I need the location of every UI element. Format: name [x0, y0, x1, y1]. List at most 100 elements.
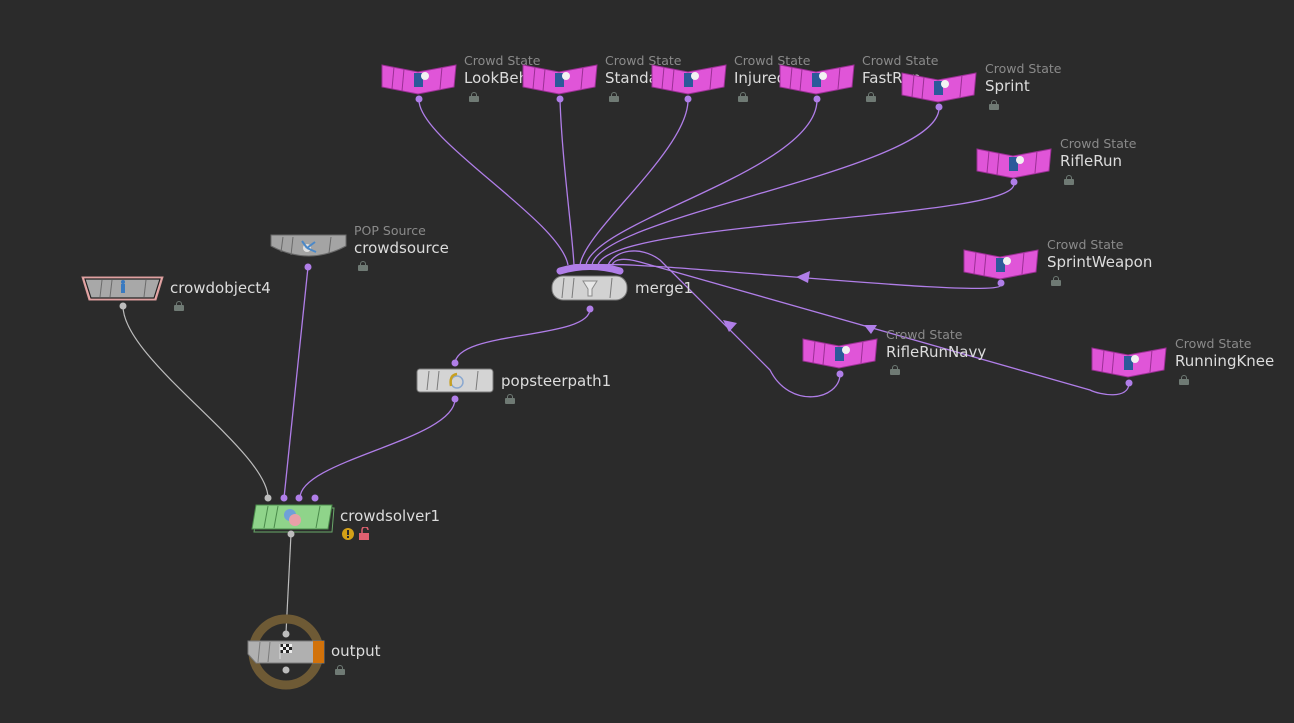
input-connector-3: [295, 494, 303, 502]
node-name-label: output: [331, 642, 381, 660]
input-connector: [282, 630, 290, 638]
node-type-label: Crowd State: [734, 53, 811, 68]
lock-icon[interactable]: [1179, 375, 1189, 385]
lock-icon[interactable]: [866, 92, 876, 102]
wire-riflerunnavy-merge[interactable]: [607, 250, 841, 398]
crowd-state-node-shape[interactable]: [778, 62, 858, 96]
output-connector[interactable]: [415, 95, 423, 103]
merge-node-shape[interactable]: [550, 264, 630, 314]
crowd-state-node-shape[interactable]: [521, 62, 601, 96]
agent-figure-icon: [414, 73, 423, 87]
crowd-state-node-shape[interactable]: [962, 247, 1042, 281]
node-name-label: crowdobject4: [170, 279, 271, 297]
lock-icon[interactable]: [1051, 276, 1061, 286]
multi-input-connector: [556, 264, 624, 275]
source-icon: [301, 240, 317, 253]
output-connector: [282, 666, 290, 674]
agent-figure-icon: [996, 258, 1005, 272]
node-type-label: Crowd State: [985, 61, 1062, 76]
crowd-solver-icon: [284, 509, 301, 526]
node-name-label: SprintWeapon: [1047, 253, 1153, 271]
wire-injuredrun-merge[interactable]: [579, 99, 689, 266]
agent-figure-icon: [121, 280, 125, 293]
agent-figure-icon: [1009, 157, 1018, 171]
node-type-label: POP Source: [354, 223, 426, 238]
lock-icon[interactable]: [609, 92, 619, 102]
node-name-label: Sprint: [985, 77, 1030, 95]
lock-icon[interactable]: [1064, 175, 1074, 185]
object-node-shape[interactable]: [80, 275, 166, 311]
node-type-label: Crowd State: [605, 53, 682, 68]
crowd-state-node-shape[interactable]: [650, 62, 730, 96]
wire-fastrun-merge[interactable]: [585, 99, 818, 266]
lock-icon[interactable]: [174, 301, 184, 311]
solver-node-shape[interactable]: [250, 493, 338, 541]
display-flag: [313, 641, 324, 663]
agent-figure-icon: [835, 347, 844, 361]
wire-standardrun-merge[interactable]: [559, 99, 575, 266]
output-connector: [586, 305, 594, 313]
lock-icon[interactable]: [989, 100, 999, 110]
wire-merge-popsteerpath[interactable]: [454, 308, 591, 365]
lock-icon[interactable]: [505, 394, 515, 404]
wire-crowdsource-crowdsolver[interactable]: [283, 266, 309, 499]
output-connector[interactable]: [935, 103, 943, 111]
checkered-flag-icon: [279, 644, 292, 659]
wire-sprintweapon-merge[interactable]: [603, 263, 1002, 290]
lock-icon[interactable]: [890, 365, 900, 375]
node-type-label: Crowd State: [1060, 136, 1137, 151]
input-connector-2: [280, 494, 288, 502]
output-connector[interactable]: [1125, 379, 1133, 387]
lock-icon[interactable]: [358, 261, 368, 271]
output-connector: [304, 263, 312, 271]
lock-icon[interactable]: [469, 92, 479, 102]
wire-sprint-merge[interactable]: [591, 107, 940, 266]
agent-figure-icon: [934, 81, 943, 95]
node-type-label: Crowd State: [1047, 237, 1124, 252]
wire-direction-arrow: [864, 325, 877, 334]
node-name-label: popsteerpath1: [501, 372, 612, 390]
output-connector[interactable]: [836, 370, 844, 378]
node-type-label: Crowd State: [886, 327, 963, 342]
node-name-label: RifleRunNavy: [886, 343, 987, 361]
node-type-label: Crowd State: [464, 53, 541, 68]
input-connector-1: [264, 494, 272, 502]
wire-lookbehind-merge[interactable]: [418, 99, 569, 266]
crowd-state-node-shape[interactable]: [900, 70, 980, 104]
warning-icon[interactable]: [342, 528, 354, 540]
unlocked-icon[interactable]: [359, 527, 369, 540]
output-connector[interactable]: [997, 279, 1005, 287]
crowd-state-node-shape[interactable]: [975, 146, 1055, 180]
node-name-label: RifleRun: [1060, 152, 1123, 170]
wire-crowdobject-crowdsolver[interactable]: [122, 305, 269, 499]
node-type-label: Crowd State: [862, 53, 939, 68]
node-name-label: merge1: [635, 279, 694, 297]
crowd-state-node-shape[interactable]: [801, 336, 881, 370]
lock-icon[interactable]: [738, 92, 748, 102]
agent-figure-icon: [684, 73, 693, 87]
output-connector: [451, 395, 459, 403]
output-node-shape[interactable]: [246, 614, 328, 692]
output-connector[interactable]: [684, 95, 692, 103]
agent-figure-icon: [812, 73, 821, 87]
output-connector: [119, 302, 127, 310]
crowd-state-node-shape[interactable]: [1090, 345, 1170, 379]
input-connector: [451, 359, 459, 367]
source-node-shape[interactable]: [269, 232, 349, 272]
input-connector-4: [311, 494, 319, 502]
output-connector[interactable]: [556, 95, 564, 103]
wire-riflerun-merge[interactable]: [597, 183, 1015, 266]
node-type-label: Crowd State: [1175, 336, 1252, 351]
wire-popsteerpath-crowdsolver[interactable]: [299, 398, 456, 499]
node-name-label: RunningKnee: [1175, 352, 1275, 370]
crowd-state-node-shape[interactable]: [380, 62, 460, 96]
pop-node-shape[interactable]: [415, 359, 497, 405]
output-connector[interactable]: [813, 95, 821, 103]
wire-direction-arrow: [796, 271, 810, 283]
agent-figure-icon: [555, 73, 564, 87]
lock-icon[interactable]: [335, 665, 345, 675]
steer-path-icon: [449, 372, 464, 389]
output-connector[interactable]: [1010, 178, 1018, 186]
output-connector: [287, 530, 295, 538]
node-name-label: crowdsolver1: [340, 507, 441, 525]
